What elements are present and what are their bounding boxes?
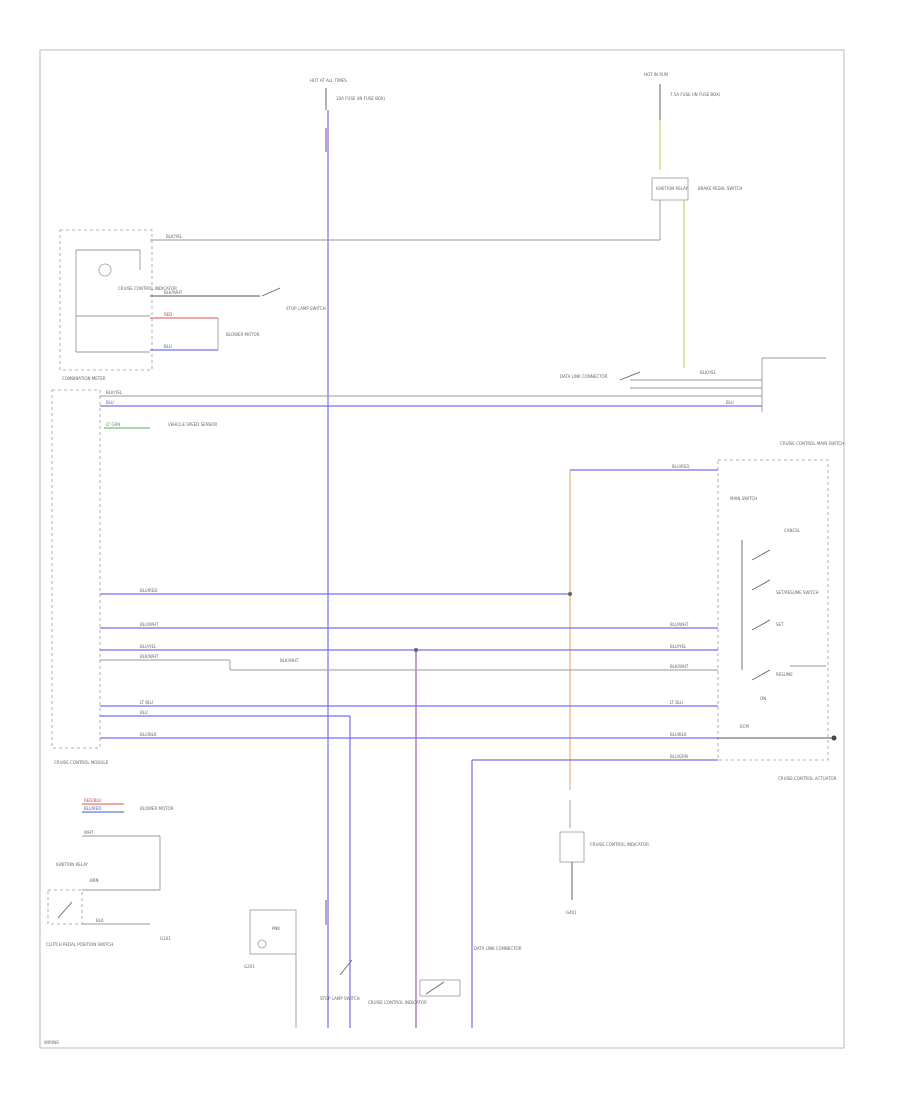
wire-label: CRUISE CONTROL ACTUATOR <box>778 776 837 781</box>
wire-label: BLU <box>726 400 734 405</box>
wire-label: BLK/WHT <box>670 664 689 669</box>
wire-label: COMBINATION METER <box>62 376 106 381</box>
wire-label: PNK <box>272 926 280 931</box>
wire-label: G101 <box>160 936 171 941</box>
wire-label: BLU <box>164 344 172 349</box>
wire-label: MAIN SWITCH <box>730 496 757 501</box>
bottom-right-relay: CRUISE CONTROL INDICATOR G401 <box>559 800 649 915</box>
wire-label: BLOWER MOTOR <box>226 332 260 337</box>
wire-label: WHT <box>84 830 94 835</box>
right-module: CRUISE CONTROL MAIN SWITCH MAIN SWITCH S… <box>717 441 844 781</box>
diagram-frame <box>39 49 845 1049</box>
wire-label: LT BLU <box>140 700 153 705</box>
wire-label: CRUISE CONTROL MAIN SWITCH <box>780 441 844 446</box>
wire-label: DATA LINK CONNECTOR <box>560 374 608 379</box>
wire-label: CRUISE CONTROL MODULE <box>54 760 109 765</box>
wire-label: BLU/RED <box>140 588 157 593</box>
wire-label: BLU <box>106 400 114 405</box>
wire-label: BLU/YEL <box>140 644 157 649</box>
wire-label: HOT IN RUN <box>644 72 668 77</box>
wire-label: CRUISE CONTROL INDICATOR <box>118 286 177 291</box>
wire-label: BLU/BLK <box>140 732 157 737</box>
wire-label: RED <box>164 312 172 317</box>
wire-label: CRUISE CONTROL INDICATOR <box>368 1000 427 1005</box>
wire-label: BLU/WHT <box>140 622 159 627</box>
main-buses: BLK/YEL BLU BLU LT GRN VEHICLE SPEED SEN… <box>100 390 837 1028</box>
wire-label: BRAKE PEDAL SWITCH <box>698 186 742 191</box>
wire-label: STOP LAMP SWITCH <box>286 306 326 311</box>
wire-label: BLU/BLK <box>670 732 687 737</box>
wire-label: LT GRN <box>106 422 120 427</box>
wire-label: RESUME <box>776 672 793 677</box>
wire-label: ON <box>760 696 766 701</box>
wire-label: CRUISE CONTROL INDICATOR <box>590 842 649 847</box>
wire-label: RED/BLU <box>84 798 102 803</box>
top-blue-feed: HOT AT ALL TIMES 10A FUSE (IN FUSE BOX) <box>310 78 386 1028</box>
footer-code: WIRING <box>44 1040 59 1045</box>
wire-label: CANCEL <box>784 528 801 533</box>
wire-label: SET/RESUME SWITCH <box>776 590 819 595</box>
wire-label: ECM <box>740 724 749 729</box>
wire-label: BLK/YEL <box>106 390 123 395</box>
bottom-center-section: PNK G201 STOP LAMP SWITCH CRUISE CONTROL… <box>244 909 522 1028</box>
wire-label: BLK/WHT <box>164 290 183 295</box>
combination-meter: COMBINATION METER BLK/YEL CRUISE CONTROL… <box>59 229 326 381</box>
wire-label: BLK/YEL <box>700 370 717 375</box>
wire-label: BLK/YEL <box>166 234 183 239</box>
wire-label: 7.5A FUSE (IN FUSE BOX) <box>670 92 721 97</box>
wire-label: BLU/GRN <box>670 754 688 759</box>
wire-label: BLU/WHT <box>670 622 689 627</box>
wire-label: BLU/RED <box>84 806 101 811</box>
wire-label: HOT AT ALL TIMES <box>310 78 347 83</box>
left-module: CRUISE CONTROL MODULE <box>51 389 109 765</box>
wire-label: SET <box>776 622 784 627</box>
bottom-left-section: RED/BLU BLU/RED BLOWER MOTOR WHT BRN IGN… <box>46 798 174 947</box>
wire-label: BLU <box>140 710 148 715</box>
wire-label: BLU/RED <box>672 464 689 469</box>
wire-label: IGNITION RELAY <box>56 862 89 867</box>
wire-label: VEHICLE SPEED SENSOR <box>168 422 217 427</box>
wire-label: BLOWER MOTOR <box>140 806 174 811</box>
wire-label: CLUTCH PEDAL POSITION SWITCH <box>46 942 113 947</box>
wire-label: G401 <box>566 910 577 915</box>
wire-label: BRN <box>90 878 99 883</box>
wire-label: 10A FUSE (IN FUSE BOX) <box>336 96 386 101</box>
wire-label: STOP LAMP SWITCH <box>320 996 360 1001</box>
top-right-feed: HOT IN RUN 7.5A FUSE (IN FUSE BOX) IGNIT… <box>150 72 742 368</box>
wire-label: DATA LINK CONNECTOR <box>474 946 522 951</box>
top-right-connector: BLK/YEL DATA LINK CONNECTOR <box>560 357 826 412</box>
wire-label: BLK <box>96 918 104 923</box>
wire-label: IGNITION RELAY <box>656 186 689 191</box>
wire-label: BLK/WHT <box>280 658 299 663</box>
wire-label: BLU/YEL <box>670 644 687 649</box>
wire-label: G201 <box>244 964 255 969</box>
wire-label: LT BLU <box>670 700 683 705</box>
wire-label: BLK/WHT <box>140 654 159 659</box>
